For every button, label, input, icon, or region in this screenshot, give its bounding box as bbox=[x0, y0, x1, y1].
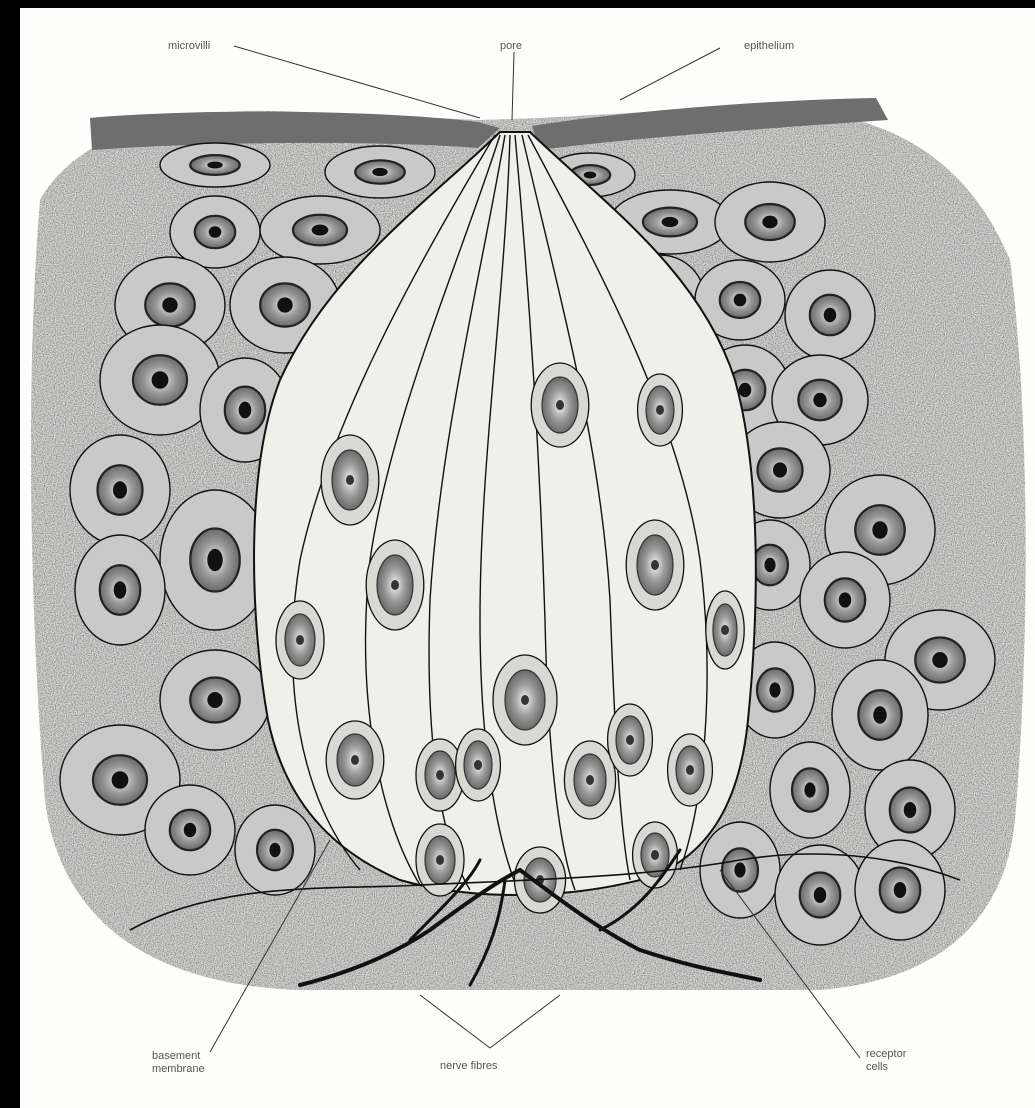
receptor-cell bbox=[706, 591, 744, 669]
receptor-cell bbox=[531, 363, 589, 447]
epithelial-cell bbox=[160, 650, 270, 750]
label-epithelium: epithelium bbox=[744, 40, 794, 53]
epithelial-cell bbox=[715, 182, 825, 262]
epithelial-cell bbox=[855, 840, 945, 940]
receptor-cell bbox=[564, 741, 615, 819]
receptor-cell bbox=[633, 822, 678, 888]
label-pore: pore bbox=[500, 40, 522, 53]
epithelial-cell bbox=[260, 196, 380, 264]
label-receptor-cells: receptor cells bbox=[866, 1048, 906, 1074]
receptor-cell bbox=[276, 601, 324, 679]
epithelial-cell bbox=[70, 435, 170, 545]
label-microvilli: microvilli bbox=[168, 40, 210, 53]
epithelial-cell bbox=[832, 660, 928, 770]
receptor-cell bbox=[326, 721, 384, 799]
receptor-cell bbox=[493, 655, 557, 745]
epithelial-cell bbox=[770, 742, 850, 838]
receptor-cell bbox=[626, 520, 684, 610]
receptor-cell bbox=[366, 540, 424, 630]
epithelial-cell bbox=[160, 143, 270, 187]
epithelial-cell bbox=[700, 822, 780, 918]
receptor-cell bbox=[321, 435, 379, 525]
epithelial-cell bbox=[235, 805, 315, 895]
epithelial-cell bbox=[170, 196, 260, 268]
label-nerve-fibres: nerve fibres bbox=[440, 1060, 497, 1073]
receptor-cell bbox=[668, 734, 713, 806]
epithelial-cell bbox=[145, 785, 235, 875]
epithelial-cell bbox=[325, 146, 435, 198]
epithelial-cell bbox=[800, 552, 890, 648]
label-basement-membrane: basement membrane bbox=[152, 1050, 205, 1076]
epithelial-cell bbox=[775, 845, 865, 945]
receptor-cell bbox=[608, 704, 653, 776]
epithelial-cell bbox=[75, 535, 165, 645]
receptor-cell bbox=[456, 729, 501, 801]
epithelial-cell bbox=[785, 270, 875, 360]
receptor-cell bbox=[638, 374, 683, 446]
